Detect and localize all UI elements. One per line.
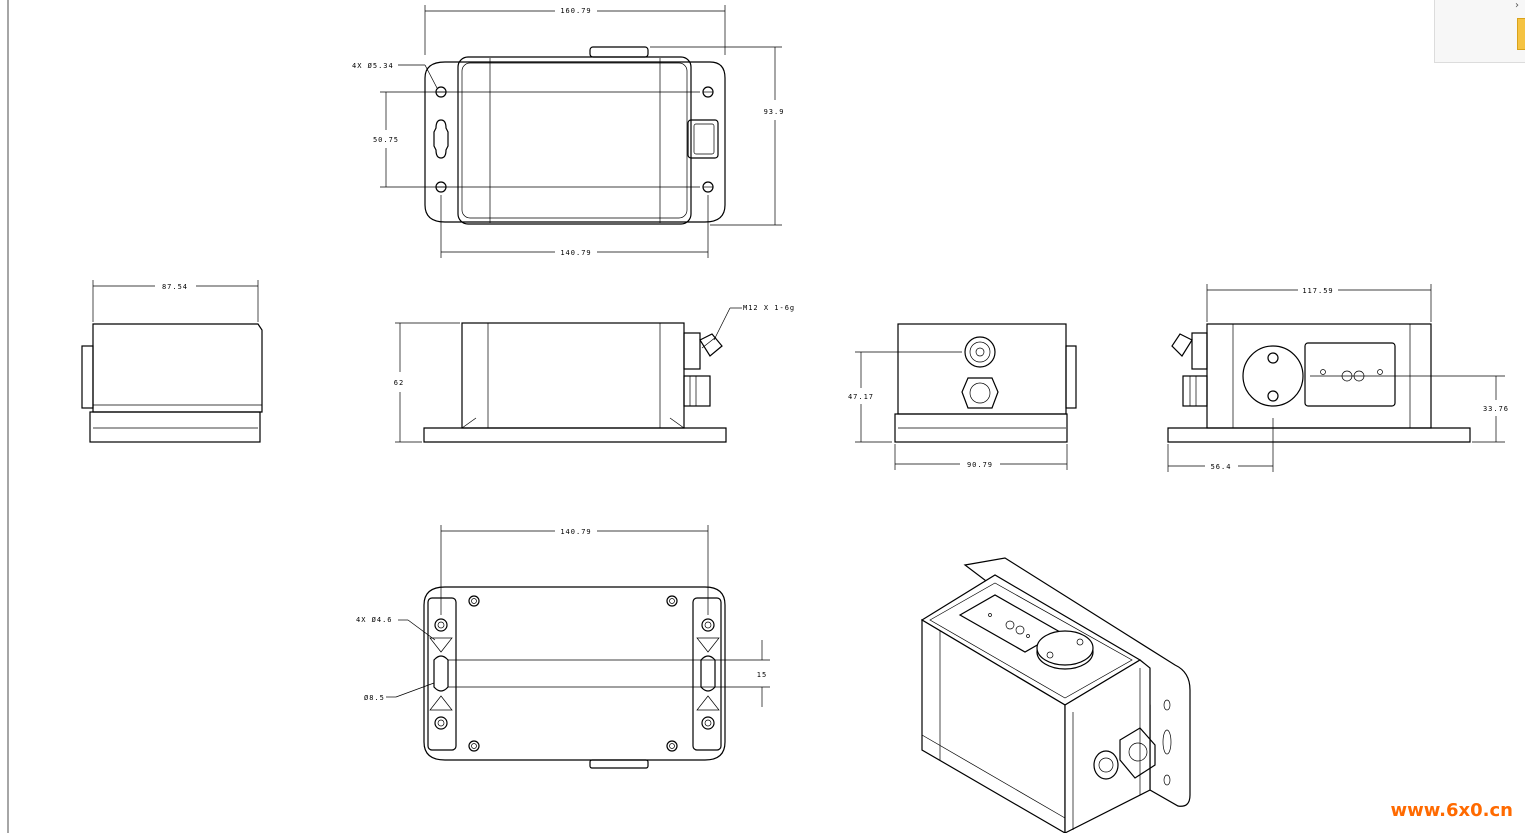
bottom-view: 140.79 4X Ø4.6 Ø8.5 15 xyxy=(356,525,770,769)
top-view: 160.79 93.9 4X Ø5.34 50.75 140.79 xyxy=(352,5,785,258)
side-view: 47.17 90.79 xyxy=(848,323,1077,470)
dim-top-hole-spacing: 50.75 xyxy=(373,136,399,144)
dim-right-offset: 56.4 xyxy=(1211,463,1232,471)
dim-connector-callout: M12 X 1-6g xyxy=(743,304,795,312)
dim-side-connector-height: 47.17 xyxy=(848,393,874,401)
right-view: 117.59 33.76 56.4 xyxy=(1167,284,1509,472)
dim-top-hole-pitch: 140.79 xyxy=(560,249,591,257)
watermark: www.6x0.cn xyxy=(1390,800,1513,821)
dim-bottom-hole-callout: 4X Ø4.6 xyxy=(356,616,393,624)
dim-top-width: 160.79 xyxy=(560,7,591,15)
dim-top-hole-callout: 4X Ø5.34 xyxy=(352,62,394,70)
dim-side-width: 90.79 xyxy=(967,461,993,469)
left-view: 87.54 xyxy=(81,280,263,443)
isometric-view xyxy=(920,557,1191,833)
dim-top-height: 93.9 xyxy=(764,108,785,116)
dim-bottom-slot-gap: 15 xyxy=(757,671,767,679)
dim-left-width: 87.54 xyxy=(162,283,188,291)
dim-bottom-slot-dia: Ø8.5 xyxy=(364,694,385,702)
dim-right-width: 117.59 xyxy=(1302,287,1333,295)
collapse-tab[interactable] xyxy=(1517,18,1525,50)
dim-right-center-height: 33.76 xyxy=(1483,405,1509,413)
chevron-right-icon: › xyxy=(1515,0,1519,11)
corner-panel: › xyxy=(1434,0,1525,63)
front-view: 62 M12 X 1-6g xyxy=(394,304,795,443)
dim-bottom-hole-pitch: 140.79 xyxy=(560,528,591,536)
dim-front-height: 62 xyxy=(394,379,404,387)
